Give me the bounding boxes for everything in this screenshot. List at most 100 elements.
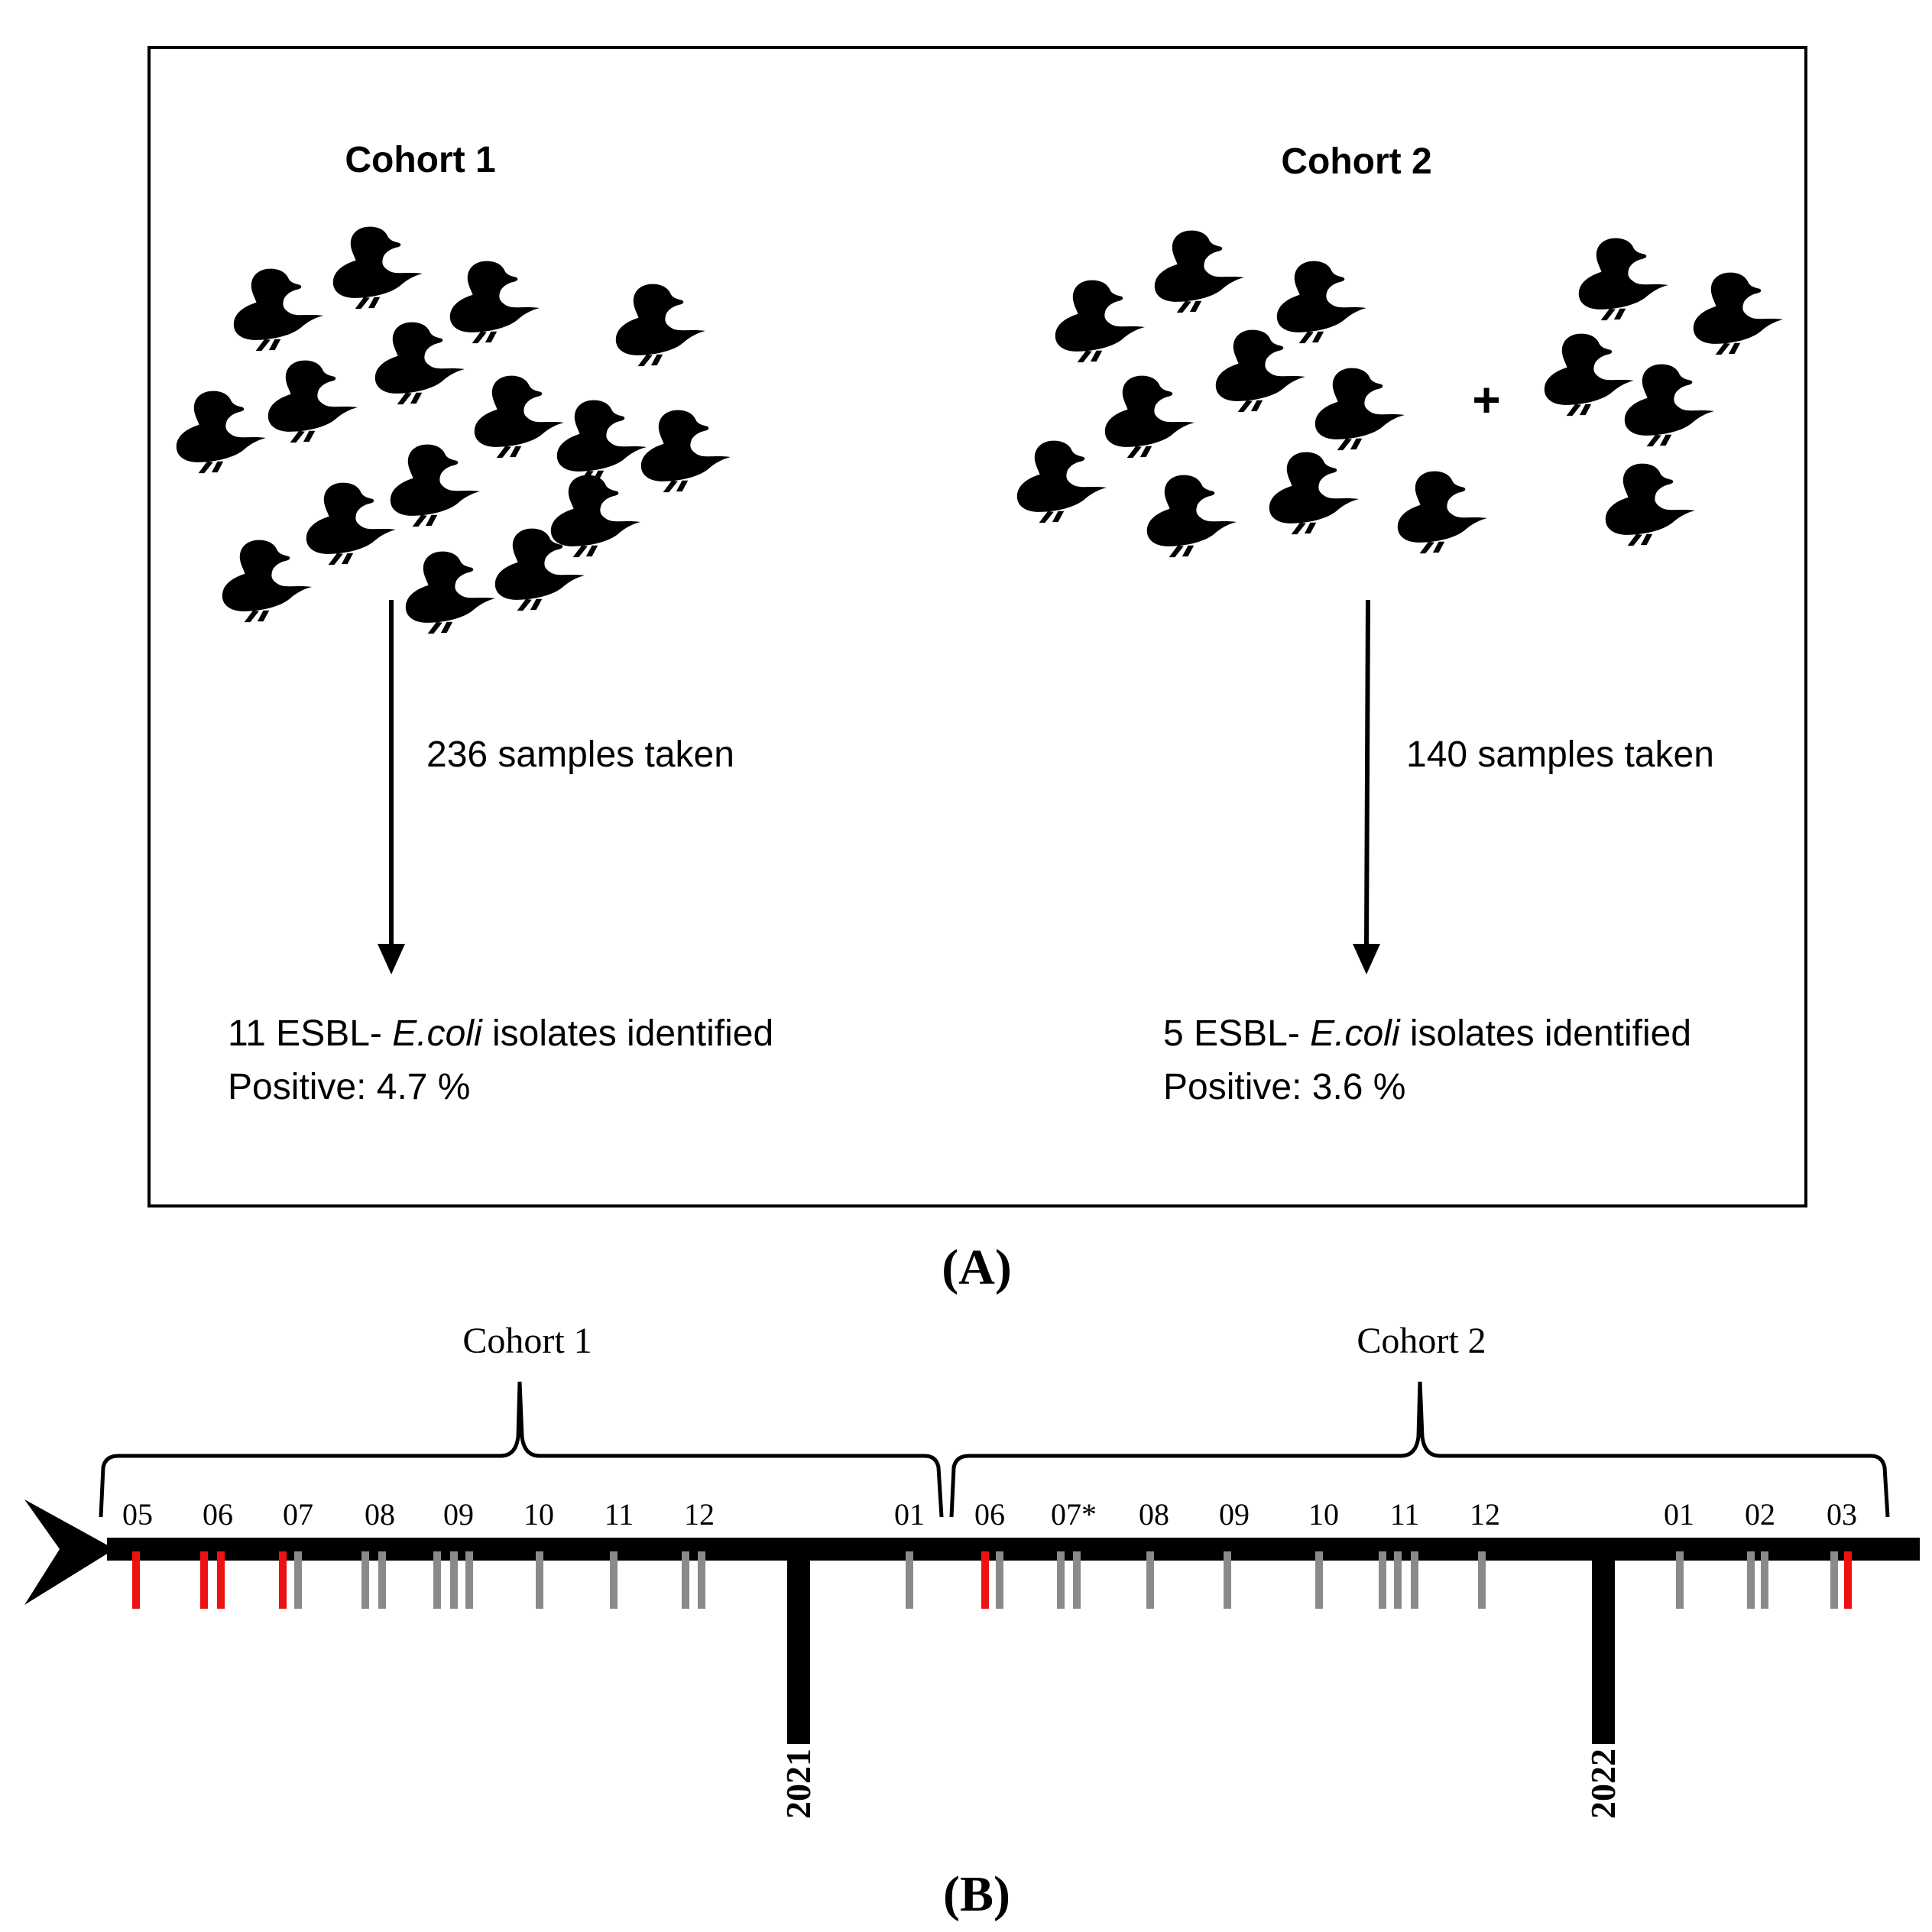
sample-tick: [906, 1551, 913, 1609]
month-label: 11: [1390, 1497, 1420, 1532]
cohort-2-result: 5 ESBL- E.coli isolates identified: [1163, 1013, 1691, 1054]
sample-tick: [698, 1551, 705, 1609]
duck-icon: [233, 268, 323, 352]
duck-icon: [1269, 452, 1359, 535]
duck-icon: [474, 375, 564, 459]
duck-icon: [1624, 364, 1714, 447]
positive-sample-tick: [981, 1551, 989, 1609]
cohort-1-result: 11 ESBL- E.coli isolates identified: [228, 1013, 773, 1054]
duck-icon: [222, 540, 312, 623]
sample-tick: [361, 1551, 369, 1609]
sample-tick: [465, 1551, 473, 1609]
cohort-1-positive: Positive: 4.7 %: [228, 1067, 470, 1107]
sample-tick: [682, 1551, 689, 1609]
month-label: 05: [122, 1497, 153, 1532]
cohort-2-result-count: 5: [1163, 1013, 1184, 1054]
duck-icon: [1146, 475, 1237, 558]
duck-icon: [1154, 230, 1244, 313]
cohort-2-positive: Positive: 3.6 %: [1163, 1067, 1405, 1107]
duck-icon: [374, 322, 465, 405]
cohort-2-brace: [949, 1381, 1890, 1518]
cohort-1-brace: [99, 1381, 944, 1518]
year-2021-marker: [787, 1551, 810, 1744]
sample-tick: [294, 1551, 302, 1609]
cohort-1-organism: E.coli: [392, 1013, 483, 1054]
cohort-2-duck-flock: [1016, 230, 1783, 558]
cohort-1-duck-flock: [176, 226, 731, 634]
month-label: 07*: [1051, 1497, 1097, 1532]
cohort-2-arrow-head: [1353, 944, 1380, 974]
timeline-cohort-2-label: Cohort 2: [1357, 1321, 1486, 1361]
sample-tick: [1747, 1551, 1755, 1609]
cohort-2-result-suffix: isolates identified: [1410, 1013, 1691, 1054]
cohort-2-organism: E.coli: [1310, 1013, 1401, 1054]
month-label: 10: [1308, 1497, 1339, 1532]
duck-icon: [1397, 471, 1487, 554]
cohort-1-result-count: 11: [228, 1013, 266, 1054]
cohort-2-result-prefix: ESBL-: [1194, 1013, 1300, 1054]
month-label: 09: [1219, 1497, 1250, 1532]
duck-icon: [1605, 463, 1695, 546]
cohort-2-title: Cohort 2: [1281, 141, 1431, 182]
sample-tick: [536, 1551, 543, 1609]
duck-icon: [640, 410, 731, 493]
month-label: 08: [365, 1497, 395, 1532]
sample-tick: [1146, 1551, 1154, 1609]
duck-icon: [405, 551, 495, 634]
duck-icon: [1104, 375, 1195, 459]
positive-sample-tick: [279, 1551, 287, 1609]
month-label: 01: [1664, 1497, 1694, 1532]
sample-tick: [1224, 1551, 1231, 1609]
sample-tick: [1057, 1551, 1065, 1609]
month-label: 03: [1827, 1497, 1857, 1532]
duck-icon: [1314, 368, 1405, 451]
month-label: 09: [443, 1497, 474, 1532]
panel-a-label: (A): [942, 1240, 1012, 1295]
cohort-2-arrow: [1364, 599, 1370, 945]
duck-icon: [390, 444, 480, 527]
cohort-1-samples: 236 samples taken: [426, 734, 734, 775]
sample-tick: [1478, 1551, 1486, 1609]
sample-tick: [1411, 1551, 1418, 1609]
duck-icon: [1055, 280, 1145, 363]
sample-tick: [996, 1551, 1003, 1609]
sample-tick: [1379, 1551, 1386, 1609]
positive-sample-tick: [1844, 1551, 1852, 1609]
month-label: 10: [524, 1497, 554, 1532]
duck-icon: [1215, 329, 1305, 413]
timeline-arrow-tail: [24, 1499, 115, 1605]
positive-sample-tick: [132, 1551, 140, 1609]
year-2022-label: 2022: [1584, 1749, 1622, 1819]
duck-icon: [550, 475, 640, 558]
duck-icon: [1578, 238, 1668, 321]
duck-icon: [449, 261, 540, 344]
duck-icon: [556, 400, 647, 483]
sample-tick: [378, 1551, 386, 1609]
sample-tick: [610, 1551, 618, 1609]
positive-sample-tick: [200, 1551, 208, 1609]
sample-tick: [1676, 1551, 1684, 1609]
month-label: 02: [1745, 1497, 1775, 1532]
sample-tick: [1315, 1551, 1323, 1609]
timeline-cohort-1-label: Cohort 1: [462, 1321, 592, 1361]
month-label: 01: [894, 1497, 925, 1532]
month-label: 12: [1470, 1497, 1500, 1532]
cohort-1-arrow-head: [378, 944, 405, 974]
duck-icon: [176, 391, 266, 474]
panel-a-frame: [147, 46, 1807, 1208]
month-label: 08: [1139, 1497, 1169, 1532]
timeline-axis: [107, 1538, 1920, 1561]
month-label: 07: [283, 1497, 313, 1532]
duck-icon: [1016, 440, 1107, 524]
year-2022-marker: [1592, 1551, 1615, 1744]
duck-icon: [332, 226, 423, 310]
sample-tick: [1830, 1551, 1838, 1609]
month-label: 12: [684, 1497, 715, 1532]
sample-tick: [1073, 1551, 1081, 1609]
cohort-2-samples: 140 samples taken: [1406, 734, 1714, 775]
sample-tick: [1761, 1551, 1768, 1609]
duck-icon: [267, 360, 358, 443]
duck-icon: [306, 482, 396, 566]
